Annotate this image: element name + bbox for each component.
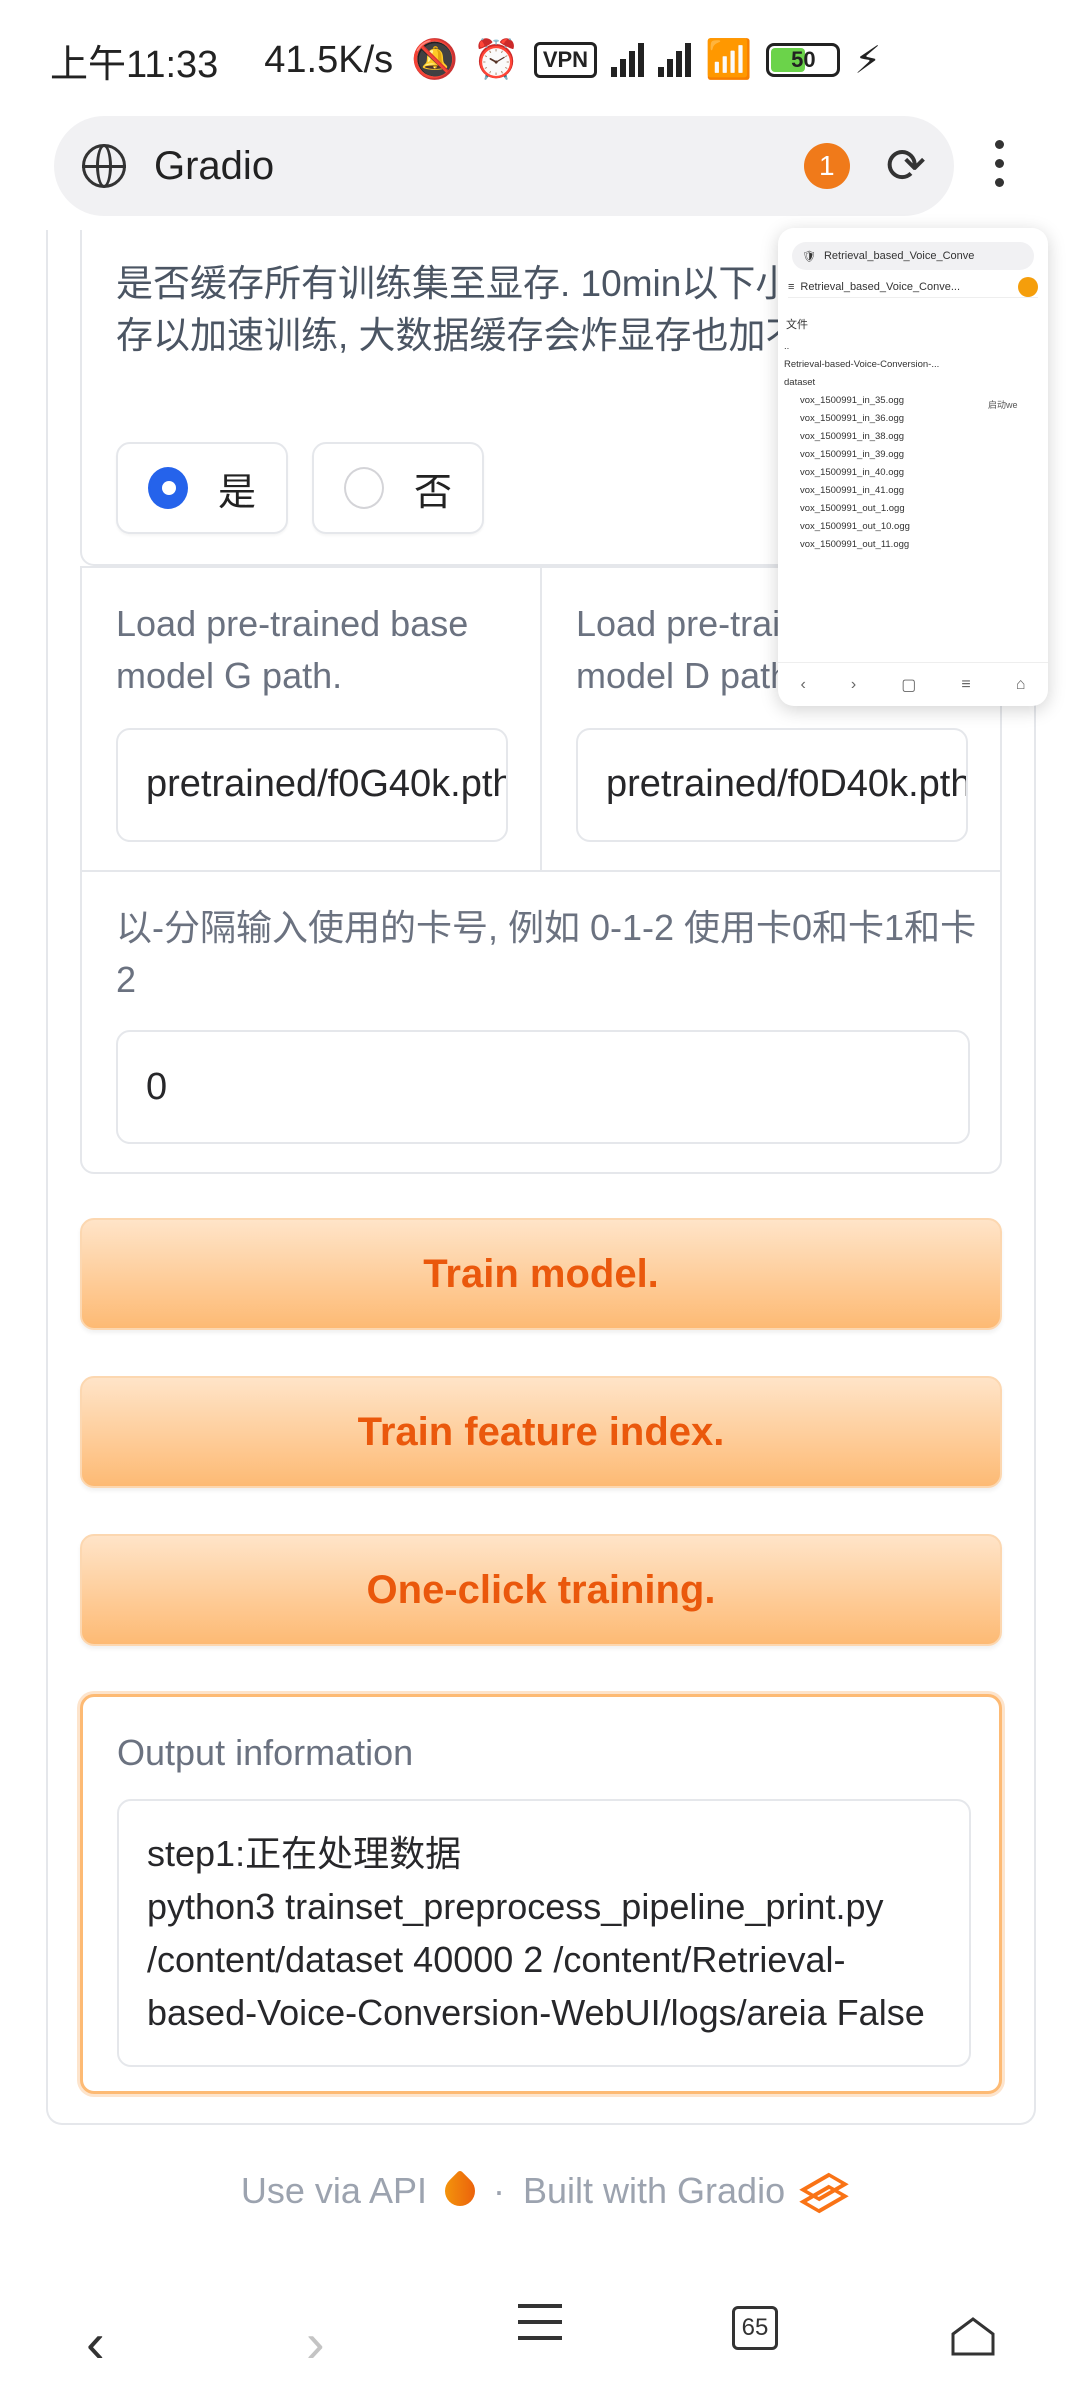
notification-badge[interactable]: 1 <box>803 143 850 189</box>
output-line-1: step1:正在处理数据 <box>147 1833 462 1874</box>
bell-muted-icon: 🔕 <box>411 39 459 81</box>
wifi-icon: 📶 <box>705 39 753 81</box>
floating-window-thumbnail[interactable]: 🛡 Retrieval_based_Voice_Conve ≡ Retrieva… <box>778 228 1048 706</box>
vpn-icon: VPN <box>533 42 598 78</box>
output-label: Output information <box>117 1732 414 1773</box>
thumb-home-icon: ⌂ <box>1015 675 1026 693</box>
page-title: Gradio <box>154 143 275 188</box>
pretrained-g-label: Load pre-trained base model G path. <box>116 603 469 696</box>
use-via-api-link[interactable]: Use via API <box>240 2170 427 2211</box>
gradio-logo-icon <box>803 2173 839 2209</box>
thumb-back-icon: ‹ <box>800 675 806 693</box>
footer: Use via API · Built with Gradio <box>0 2169 1080 2213</box>
menu-icon[interactable] <box>518 2304 562 2340</box>
thumb-files-title: 文件 <box>786 319 808 331</box>
radio-unchecked-icon <box>344 467 384 509</box>
thumb-forward-icon: › <box>850 675 857 693</box>
thumb-menu-icon: ≡ <box>961 675 971 693</box>
thumb-tab-title: Retrieval_based_Voice_Conve... <box>800 280 961 293</box>
back-icon[interactable]: ‹ <box>86 2311 105 2374</box>
thumb-file-list: .. Retrieval-based-Voice-Conversion-... … <box>784 338 984 554</box>
thumb-side-text: 启动we <box>988 400 1018 410</box>
thumb-file-item: vox_1500991_in_38.ogg <box>800 431 905 442</box>
hamburger-icon: ≡ <box>788 280 795 293</box>
more-menu-icon[interactable] <box>995 140 1004 187</box>
thumb-file-item: vox_1500991_in_39.ogg <box>800 449 905 460</box>
radio-yes[interactable]: 是 <box>116 442 288 534</box>
thumb-file-item: vox_1500991_in_41.ogg <box>800 485 905 496</box>
signal-2-icon <box>658 43 692 77</box>
reload-icon[interactable]: ⟳ <box>885 140 926 193</box>
output-block: Output information step1:正在处理数据 python3 … <box>80 1694 1002 2094</box>
thumb-file-item: vox_1500991_out_1.ogg <box>800 503 905 514</box>
network-speed: 41.5K/s <box>264 38 394 81</box>
pretrained-d-input[interactable]: pretrained/f0D40k.pth <box>576 728 968 842</box>
built-with-gradio-link[interactable]: Built with Gradio <box>522 2170 786 2211</box>
bottom-navbar: ‹ › 65 <box>0 2290 1080 2380</box>
gpu-input[interactable]: 0 <box>116 1030 970 1144</box>
footer-separator: · <box>492 2170 505 2211</box>
signal-icon <box>611 43 645 77</box>
thumb-tab: ≡ Retrieval_based_Voice_Conve... <box>788 276 1038 298</box>
thumb-tabs-icon: ▢ <box>901 676 917 694</box>
status-time: 上午11:33 <box>50 43 219 86</box>
alarm-icon: ⏰ <box>472 39 520 81</box>
output-textbox[interactable]: step1:正在处理数据 python3 trainset_preprocess… <box>117 1799 971 2067</box>
pretrained-g-input[interactable]: pretrained/f0G40k.pth <box>116 728 508 842</box>
thumb-file-item: .. <box>784 341 790 352</box>
thumb-file-item: vox_1500991_in_36.ogg <box>800 413 905 424</box>
shield-icon: 🛡 <box>802 250 816 263</box>
output-line-2: python3 trainset_preprocess_pipeline_pri… <box>147 1886 925 2033</box>
one-click-training-button[interactable]: One-click training. <box>80 1534 1002 1646</box>
gpu-setting-block: 以-分隔输入使用的卡号, 例如 0-1-2 使用卡0和卡1和卡2 0 <box>80 870 1002 1174</box>
thumb-file-item: dataset <box>784 377 816 388</box>
thumb-file-item: vox_1500991_out_11.ogg <box>800 539 910 550</box>
thumb-file-item: Retrieval-based-Voice-Conversion-... <box>784 359 940 370</box>
battery-icon: 50 <box>766 43 841 77</box>
status-icons: 🔕 ⏰ VPN 📶 50 ⚡ <box>411 38 881 83</box>
train-model-button[interactable]: Train model. <box>80 1218 1002 1330</box>
globe-icon <box>82 144 126 188</box>
radio-no-label: 否 <box>413 471 452 514</box>
thumb-url: Retrieval_based_Voice_Conve <box>823 250 975 262</box>
thumb-file-item: vox_1500991_in_35.ogg <box>800 395 905 406</box>
gpu-label: 以-分隔输入使用的卡号, 例如 0-1-2 使用卡0和卡1和卡2 <box>116 907 977 1000</box>
radio-no[interactable]: 否 <box>312 442 484 534</box>
forward-icon[interactable]: › <box>306 2311 325 2374</box>
status-bar: 上午11:33 41.5K/s 🔕 ⏰ VPN 📶 50 ⚡ <box>0 0 1080 120</box>
training-panel <box>46 230 1036 2125</box>
tabs-button[interactable]: 65 <box>732 2306 778 2350</box>
rocket-icon <box>438 2169 482 2213</box>
radio-yes-label: 是 <box>217 471 256 514</box>
address-bar[interactable]: Gradio 1 ⟳ <box>54 116 954 216</box>
pretrained-g-cell: Load pre-trained base model G path. pret… <box>82 568 542 874</box>
thumb-file-item: vox_1500991_in_40.ogg <box>800 467 905 478</box>
thumb-avatar <box>1018 276 1038 297</box>
thumb-side-panel: 启动we <box>988 338 1048 412</box>
radio-checked-icon <box>148 467 188 509</box>
charging-icon: ⚡ <box>854 39 882 82</box>
thumb-file-item: vox_1500991_out_10.ogg <box>800 521 910 532</box>
thumb-url-bar: 🛡 Retrieval_based_Voice_Conve <box>792 242 1034 270</box>
train-index-button[interactable]: Train feature index. <box>80 1376 1002 1488</box>
thumb-navbar: ‹ › ▢ ≡ ⌂ <box>778 662 1048 706</box>
home-icon[interactable] <box>950 2304 996 2356</box>
